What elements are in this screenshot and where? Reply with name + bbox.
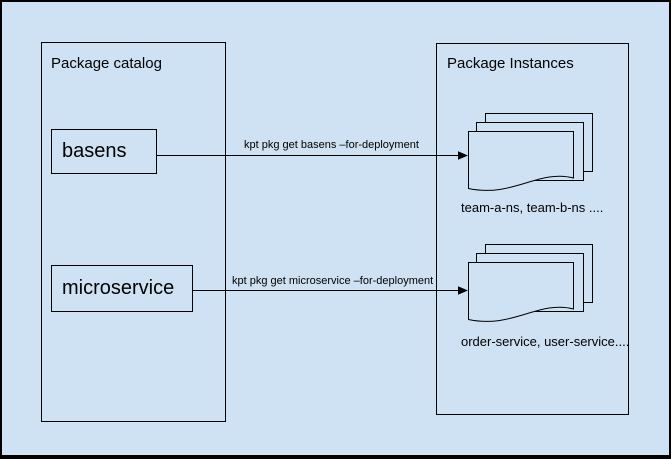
package-catalog-title: Package catalog xyxy=(51,55,162,72)
arrow-microservice-to-instances xyxy=(193,286,468,295)
package-catalog-box xyxy=(41,42,226,422)
arrowhead-icon xyxy=(458,286,468,295)
arrowhead-icon xyxy=(458,151,468,160)
instance-names-caption-services: order-service, user-service.... xyxy=(461,334,630,349)
arrow-label-basens-command: kpt pkg get basens –for-deployment xyxy=(244,139,419,151)
package-node-basens: basens xyxy=(51,129,157,174)
document-page-front xyxy=(468,131,574,191)
package-instances-box xyxy=(436,43,629,415)
document-page-front xyxy=(468,262,574,322)
stacked-documents-icon xyxy=(468,113,593,191)
arrow-basens-to-instances xyxy=(157,151,468,160)
stacked-documents-icon xyxy=(468,244,593,322)
instance-names-caption-team: team-a-ns, team-b-ns .... xyxy=(461,200,604,215)
package-node-microservice-label: microservice xyxy=(62,277,175,299)
package-node-basens-label: basens xyxy=(62,140,127,162)
arrow-label-microservice-command: kpt pkg get microservice –for-deployment xyxy=(232,275,434,287)
package-node-microservice: microservice xyxy=(51,265,193,312)
package-instances-title: Package Instances xyxy=(447,55,574,72)
